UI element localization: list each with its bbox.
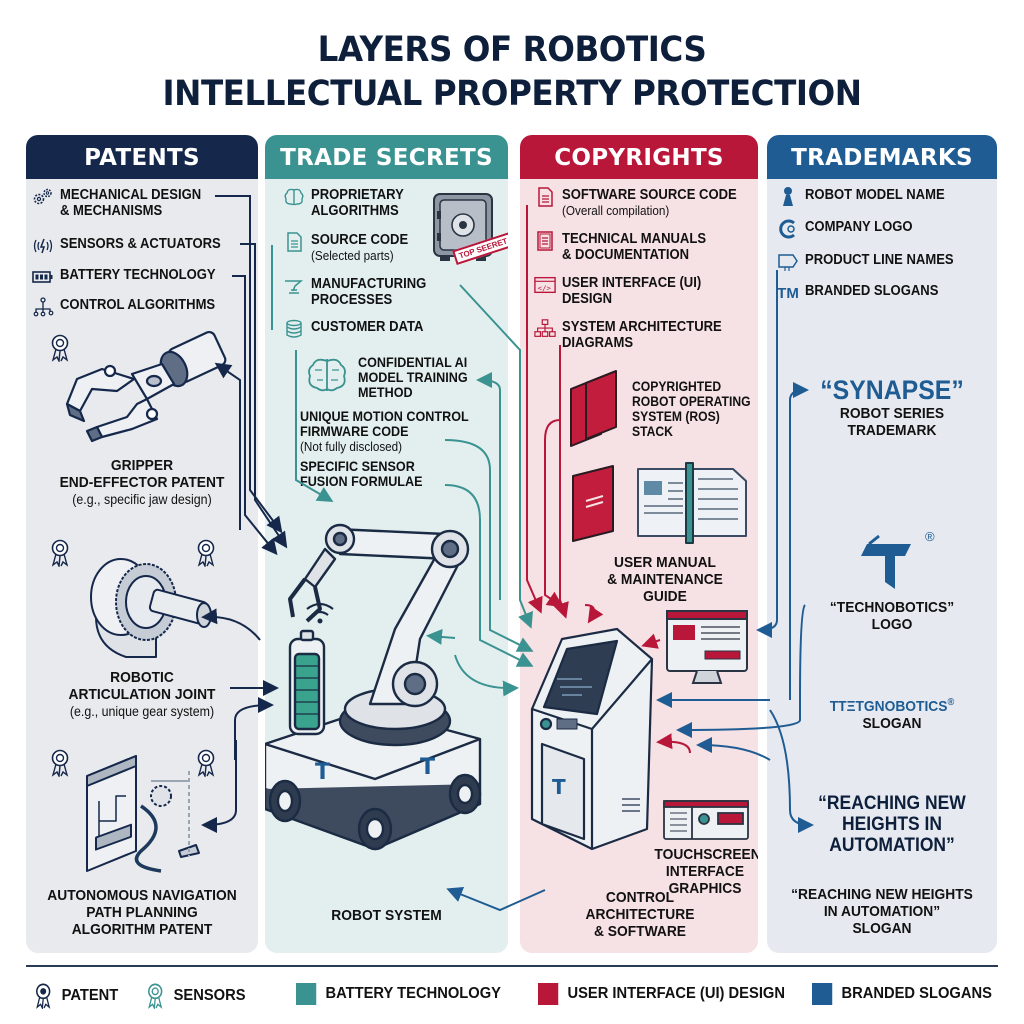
svg-text:T: T bbox=[420, 755, 435, 780]
page-title: LAYERS OF ROBOTICS INTELLECTUAL PROPERTY… bbox=[36, 28, 988, 116]
manual-label: USER MANUAL & MAINTENANCE GUIDE bbox=[607, 554, 723, 605]
patent-item-control: CONTROL ALGORITHMS bbox=[32, 297, 232, 317]
sensor-ribbon-icon bbox=[146, 983, 164, 1009]
factory-arm-icon bbox=[283, 276, 305, 296]
code-window-icon: </> bbox=[534, 275, 556, 295]
patent-item-sensors: SENSORS & ACTUATORS bbox=[32, 236, 239, 256]
legend-item-slogans: BRANDED SLOGANS bbox=[812, 983, 992, 1005]
copyrights-column: COPYRIGHTS SOFTWARE SOURCE CODE(Overall … bbox=[520, 135, 758, 953]
file-text-icon bbox=[534, 187, 556, 207]
document-icon bbox=[283, 232, 305, 252]
patent-ribbon-icon bbox=[50, 749, 70, 777]
touchscreen-illustration bbox=[662, 799, 750, 841]
legend-item-ui-design: USER INTERFACE (UI) DESIGN bbox=[538, 983, 785, 1005]
legend-swatch-red bbox=[538, 983, 559, 1005]
trademarks-header: TRADEMARKS bbox=[767, 135, 997, 179]
joint-caption: ROBOTIC ARTICULATION JOINT (e.g., unique… bbox=[68, 669, 216, 719]
ts-item-source-code: SOURCE CODE(Selected parts) bbox=[283, 232, 419, 263]
copyrights-header: COPYRIGHTS bbox=[520, 135, 758, 179]
patents-header: PATENTS bbox=[26, 135, 258, 179]
brain-circuit-icon bbox=[305, 356, 349, 394]
patent-ribbon-icon bbox=[50, 334, 70, 362]
tm-icon: TM bbox=[777, 284, 799, 302]
ros-books-illustration bbox=[566, 369, 626, 449]
trademarks-body: ROBOT MODEL NAME COMPANY LOGO PRODUCT LI… bbox=[767, 179, 997, 953]
articulation-joint-illustration bbox=[76, 547, 226, 667]
legend-swatch-teal bbox=[296, 983, 317, 1005]
tm-item-slogans: TM BRANDED SLOGANS bbox=[777, 283, 939, 302]
title-line-2: INTELLECTUAL PROPERTY PROTECTION bbox=[162, 74, 862, 114]
robot-badge-icon bbox=[777, 187, 799, 207]
trade-secrets-header: TRADE SECRETS bbox=[265, 135, 508, 179]
touchscreen-label: TOUCHSCREEN INTERFACE GRAPHICS bbox=[654, 846, 758, 897]
company-c-icon bbox=[777, 219, 799, 239]
manual-book-illustration bbox=[568, 461, 748, 546]
synapse-trademark: “SYNAPSE” ROBOT SERIES TRADEMARK bbox=[820, 375, 964, 439]
copyrights-body: SOFTWARE SOURCE CODE(Overall compilation… bbox=[520, 179, 758, 953]
patents-column: PATENTS MECHANICAL DESIGN& MECHANISMS SE… bbox=[26, 135, 258, 953]
title-line-1: LAYERS OF ROBOTICS bbox=[317, 30, 707, 70]
patent-ribbon-icon bbox=[34, 983, 52, 1009]
patent-ribbon-icon bbox=[196, 539, 216, 567]
ts-item-customer-data: CUSTOMER DATA bbox=[283, 319, 436, 339]
robot-system-caption: ROBOT SYSTEM bbox=[331, 907, 442, 924]
gripper-end-effector-illustration bbox=[62, 329, 232, 449]
tm-item-product-lines: PRODUCT LINE NAMES bbox=[777, 252, 970, 272]
patent-item-mechanical: MECHANICAL DESIGN& MECHANISMS bbox=[32, 187, 217, 219]
svg-text:T: T bbox=[552, 775, 566, 799]
technobotics-logo-icon bbox=[859, 534, 919, 594]
database-icon bbox=[283, 319, 305, 339]
svg-text:</>: </> bbox=[538, 284, 552, 293]
flow-branch-icon bbox=[32, 297, 54, 317]
navigation-path-illustration bbox=[81, 751, 221, 881]
svg-text:T: T bbox=[315, 760, 330, 785]
patent-item-battery: BATTERY TECHNOLOGY bbox=[32, 267, 233, 287]
slogan-large: “REACHING NEW HEIGHTS IN AUTOMATION” bbox=[818, 793, 966, 856]
battery-icon bbox=[32, 267, 54, 287]
legend-item-battery: BATTERY TECHNOLOGY bbox=[296, 983, 501, 1005]
patents-body: MECHANICAL DESIGN& MECHANISMS SENSORS & … bbox=[26, 179, 258, 953]
tm-item-model-name: ROBOT MODEL NAME bbox=[777, 187, 960, 207]
hierarchy-icon bbox=[534, 319, 556, 339]
control-cabinet-illustration: T bbox=[522, 619, 662, 859]
gripper-caption: GRIPPER END-EFFECTOR PATENT (e.g., speci… bbox=[59, 457, 225, 507]
technobotics-logo-caption: “TECHNOBOTICS” LOGO bbox=[829, 599, 955, 633]
legend-item-patent: PATENT bbox=[34, 983, 118, 1009]
legend: PATENT SENSORS BATTERY TECHNOLOGY USER I… bbox=[26, 965, 998, 1015]
trademarks-column: TRADEMARKS ROBOT MODEL NAME COMPANY LOGO… bbox=[767, 135, 997, 953]
navigation-caption: AUTONOMOUS NAVIGATION PATH PLANNING ALGO… bbox=[47, 887, 237, 938]
patent-ribbon-icon bbox=[50, 539, 70, 567]
registered-mark: ® bbox=[925, 529, 935, 544]
cr-item-manuals: TECHNICAL MANUALS& DOCUMENTATION bbox=[534, 231, 722, 263]
cr-item-ui-design: </> USER INTERFACE (UI)DESIGN bbox=[534, 275, 717, 307]
legend-item-sensors: SENSORS bbox=[146, 983, 246, 1009]
brain-icon bbox=[283, 187, 305, 207]
control-architecture-caption: CONTROL ARCHITECTURE & SOFTWARE bbox=[585, 889, 695, 940]
gears-icon bbox=[32, 187, 54, 207]
ui-monitor-illustration bbox=[665, 609, 750, 689]
legend-swatch-blue bbox=[812, 983, 833, 1005]
manual-icon bbox=[534, 231, 556, 251]
product-tag-icon bbox=[777, 252, 799, 272]
tm-item-company-logo: COMPANY LOGO bbox=[777, 219, 925, 239]
cr-item-source-code: SOFTWARE SOURCE CODE(Overall compilation… bbox=[534, 187, 756, 218]
robot-system-illustration: T T bbox=[265, 509, 505, 869]
slogan-caption: “REACHING NEW HEIGHTS IN AUTOMATION” SLO… bbox=[791, 886, 973, 937]
sensor-waves-icon bbox=[32, 236, 54, 256]
technobotics-wordmark: TTΞTGNOBOTICS® SLOGAN bbox=[829, 697, 955, 732]
safe-illustration bbox=[430, 191, 500, 266]
